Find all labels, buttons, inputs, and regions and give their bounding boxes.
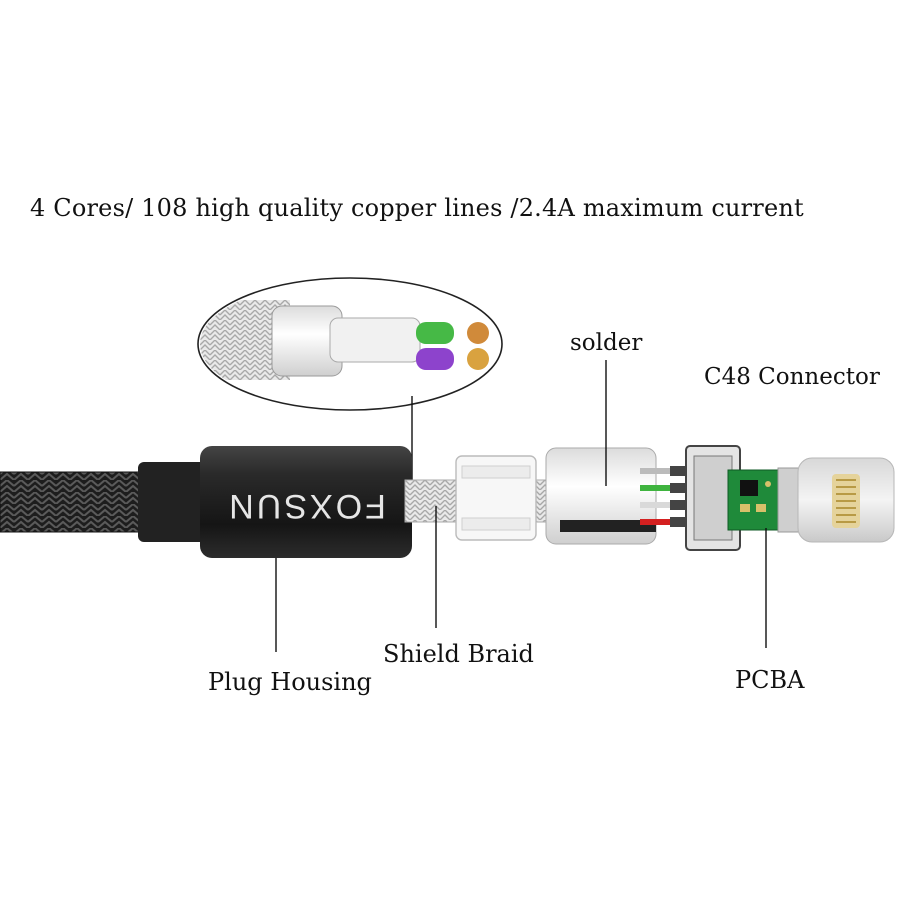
pcba-icon: [727, 469, 779, 648]
plug-housing-label: Plug Housing: [208, 668, 372, 696]
pcba-label: PCBA: [735, 666, 805, 694]
c48-connector-label: C48 Connector: [704, 364, 880, 390]
strain-relief-icon: [455, 455, 537, 541]
cable-cross-section-icon: [197, 277, 503, 411]
lightning-plug-icon: [777, 457, 895, 543]
braided-cable-icon: [0, 471, 151, 533]
brand-logo: FOXSUN: [226, 487, 386, 525]
plug-housing-icon: FOXSUN: [138, 446, 412, 558]
solder-joint-icon: [545, 360, 657, 545]
solder-label: solder: [570, 330, 643, 356]
shield-braid-label: Shield Braid: [383, 640, 534, 668]
svg-text:FOXSUN: FOXSUN: [226, 487, 386, 525]
wire-bundle-icon: [640, 466, 692, 527]
headline: 4 Cores/ 108 high quality copper lines /…: [30, 194, 804, 222]
